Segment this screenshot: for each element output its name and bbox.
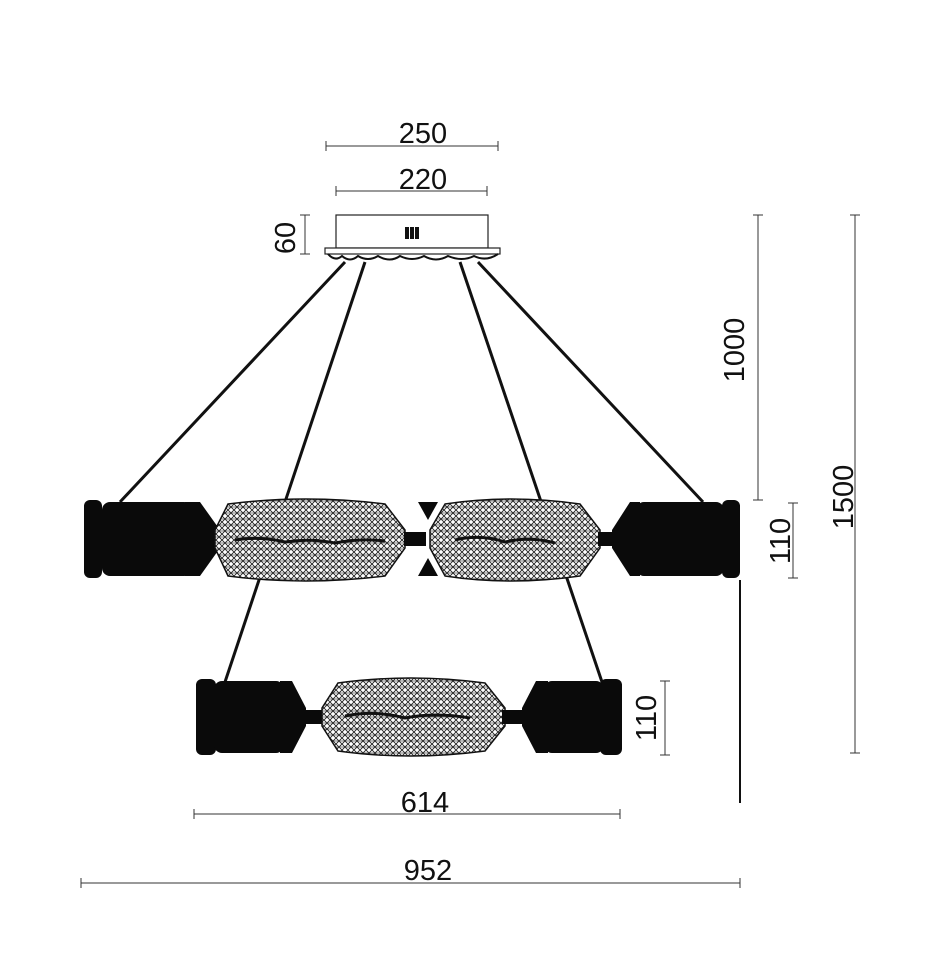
dim-upper-ring-diameter-label: 952 <box>404 855 452 887</box>
canopy <box>324 214 501 261</box>
dim-canopy-height: 60 <box>270 214 310 255</box>
dim-canopy-outer-label: 250 <box>399 118 447 150</box>
dim-upper-ring-diameter: 952 <box>80 855 741 888</box>
dim-lower-ring-height: 110 <box>631 680 670 756</box>
lower-ring <box>196 677 622 757</box>
dim-canopy-height-label: 60 <box>270 222 302 254</box>
dim-drop-length: 1000 <box>719 214 763 501</box>
dim-total-height: 1500 <box>828 214 860 754</box>
upper-ring <box>84 498 740 582</box>
dim-upper-ring-height: 110 <box>765 502 798 579</box>
dim-lower-ring-diameter-label: 614 <box>401 787 449 819</box>
dim-canopy-inner-label: 220 <box>399 164 447 196</box>
dim-lower-ring-height-label: 110 <box>631 695 663 741</box>
suspension-cables <box>118 260 705 683</box>
dim-total-height-label: 1500 <box>828 465 860 530</box>
canopy-screw-icon <box>405 227 419 239</box>
dim-lower-ring-diameter: 614 <box>193 787 621 819</box>
dim-canopy-inner: 220 <box>335 164 488 196</box>
dim-upper-ring-height-label: 110 <box>765 518 797 564</box>
dim-drop-length-label: 1000 <box>719 318 751 383</box>
dim-canopy-outer: 250 <box>325 118 499 151</box>
